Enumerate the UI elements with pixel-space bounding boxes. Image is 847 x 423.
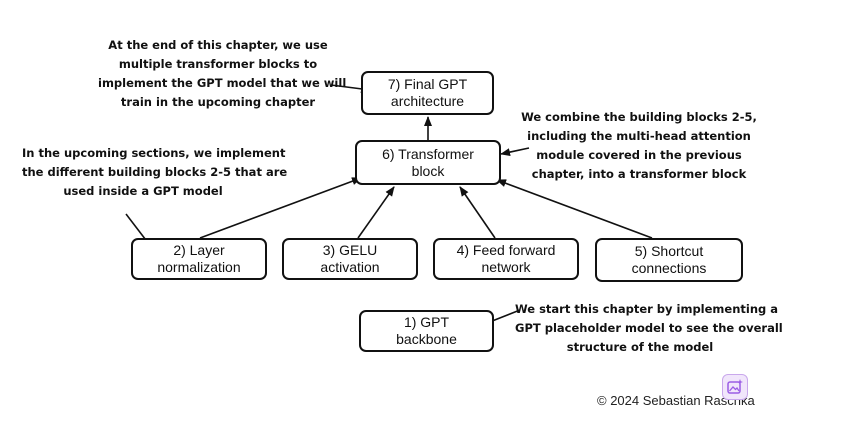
note-line: used inside a GPT model xyxy=(63,184,223,198)
note-line: We start this chapter by implementing a xyxy=(515,302,779,316)
node-label-line-1: 5) Shortcut xyxy=(634,243,704,259)
note-line: module covered in the previous xyxy=(536,148,742,162)
node-label-line-2: connections xyxy=(631,260,707,276)
note-line: structure of the model xyxy=(566,340,714,354)
node-label-line-1: 3) GELU xyxy=(322,242,378,258)
node-label-line-1: 2) Layer xyxy=(173,242,225,258)
ai-image-icon[interactable] xyxy=(722,374,748,400)
node-label-line-2: architecture xyxy=(390,93,465,109)
note-line: multiple transformer blocks to xyxy=(118,57,318,71)
copyright-notice: © 2024 Sebastian Raschka xyxy=(597,393,755,408)
node-label-line-1: 7) Final GPT xyxy=(387,76,468,92)
node-feed-forward-network: 4) Feed forward network xyxy=(433,238,579,280)
arrow-note-right-to-transformer xyxy=(500,147,530,157)
note-line: including the multi-head attention xyxy=(527,129,751,143)
note-line: chapter, into a transformer block xyxy=(531,167,747,181)
note-line: the different building blocks 2-5 that a… xyxy=(22,165,288,179)
node-transformer-block: 6) Transformer block xyxy=(355,140,501,185)
note-bottom: We start this chapter by implementing a … xyxy=(515,300,783,357)
node-final-gpt-architecture: 7) Final GPT architecture xyxy=(361,71,494,115)
arrow-feed-forward-to-transformer xyxy=(459,186,496,239)
arrow-layer-norm-to-transformer xyxy=(199,177,362,239)
node-label-line-2: block xyxy=(411,162,445,179)
node-label-line-1: 4) Feed forward xyxy=(456,242,556,258)
note-line: At the end of this chapter, we use xyxy=(108,38,328,52)
note-line: In the upcoming sections, we implement xyxy=(22,146,286,160)
node-label-line-2: network xyxy=(481,259,531,275)
node-gelu-activation: 3) GELU activation xyxy=(282,238,418,280)
note-left: In the upcoming sections, we implement t… xyxy=(22,144,288,201)
note-line: GPT placeholder model to see the overall xyxy=(515,321,783,335)
note-line: train in the upcoming chapter xyxy=(120,95,316,109)
arrow-gelu-to-transformer xyxy=(357,186,395,239)
node-label-line-2: activation xyxy=(320,259,380,275)
node-label-line-1: 1) GPT xyxy=(403,314,450,330)
note-line: implement the GPT model that we will xyxy=(98,76,347,90)
node-label-line-2: normalization xyxy=(157,259,241,275)
node-label-line-2: backbone xyxy=(396,331,457,347)
note-line: We combine the building blocks 2-5, xyxy=(521,110,757,124)
node-shortcut-connections: 5) Shortcut connections xyxy=(595,238,743,282)
node-label-line-1: 6) Transformer xyxy=(382,145,474,162)
node-gpt-backbone: 1) GPT backbone xyxy=(359,310,494,352)
note-right: We combine the building blocks 2-5, incl… xyxy=(518,108,760,184)
note-top: At the end of this chapter, we use multi… xyxy=(98,36,347,112)
arrow-shortcut-to-transformer xyxy=(496,179,653,239)
node-layer-normalization: 2) Layer normalization xyxy=(131,238,267,280)
